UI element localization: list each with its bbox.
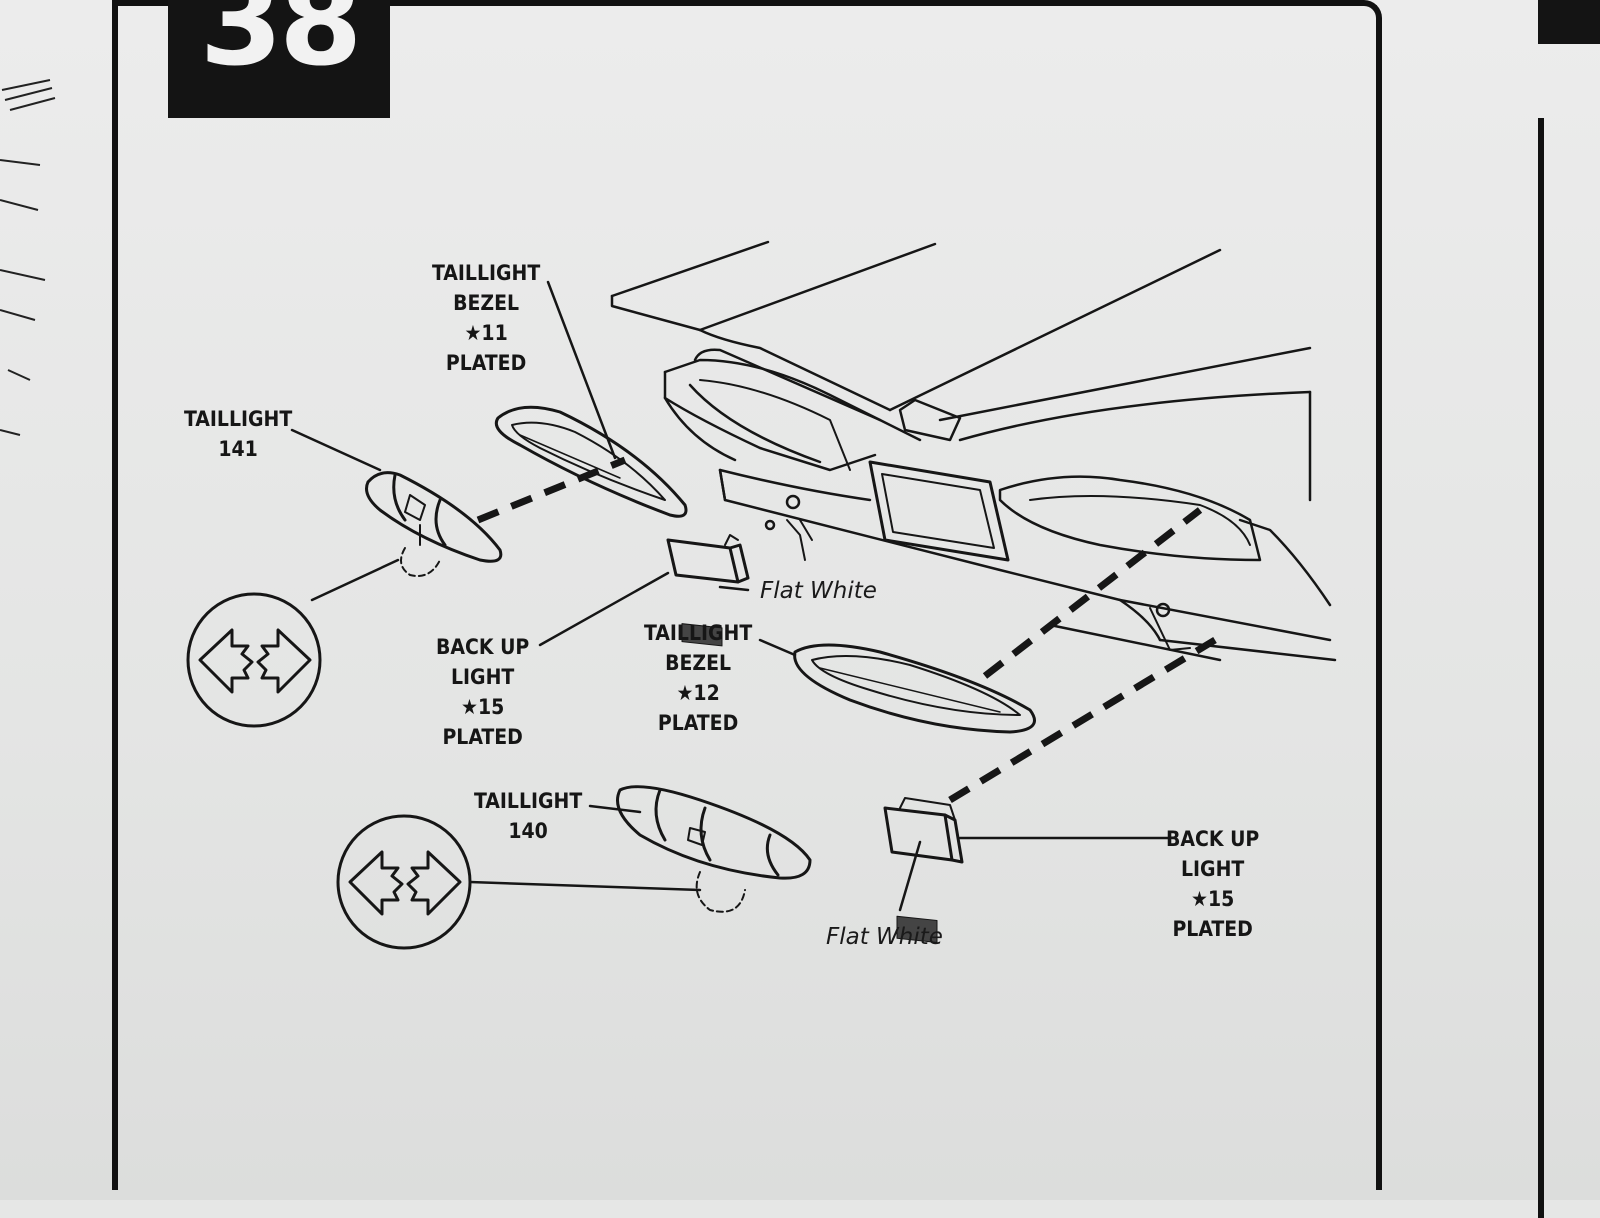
step-number: 38 <box>199 0 363 93</box>
leader-lines <box>290 280 1172 912</box>
car-rear-body <box>610 240 1337 662</box>
taillight-140 <box>616 785 812 913</box>
taillight-141 <box>365 471 503 577</box>
step-frame <box>112 0 1382 1190</box>
label-taillight-141: TAILLIGHT 141 <box>184 407 293 461</box>
paint-note-flat-white-lower: Flat White <box>826 924 943 950</box>
taillight-bezel-11 <box>494 405 688 518</box>
label-back-up-light-right: BACK UP LIGHT ★15 PLATED <box>1166 827 1260 941</box>
back-up-light-15-lower <box>883 797 964 943</box>
adjacent-page-fragment <box>0 79 56 436</box>
paint-note-flat-white-upper: Flat White <box>760 578 877 604</box>
back-up-light-15-upper <box>666 534 750 647</box>
taillight-bezel-12 <box>793 643 1036 734</box>
next-step-number-box <box>1538 0 1600 44</box>
label-taillight-bezel-12: TAILLIGHT BEZEL ★12 PLATED <box>644 621 753 735</box>
glue-arrows-icon <box>186 592 322 728</box>
label-back-up-light-left: BACK UP LIGHT ★15 PLATED <box>436 635 530 749</box>
glue-arrows-icon <box>336 814 472 950</box>
assembly-guide-lines <box>476 456 1217 803</box>
label-taillight-bezel-11: TAILLIGHT BEZEL ★11 PLATED <box>432 261 541 375</box>
step-number-box <box>168 0 390 118</box>
label-taillight-140: TAILLIGHT 140 <box>474 789 583 843</box>
next-step-frame <box>1538 118 1600 1218</box>
